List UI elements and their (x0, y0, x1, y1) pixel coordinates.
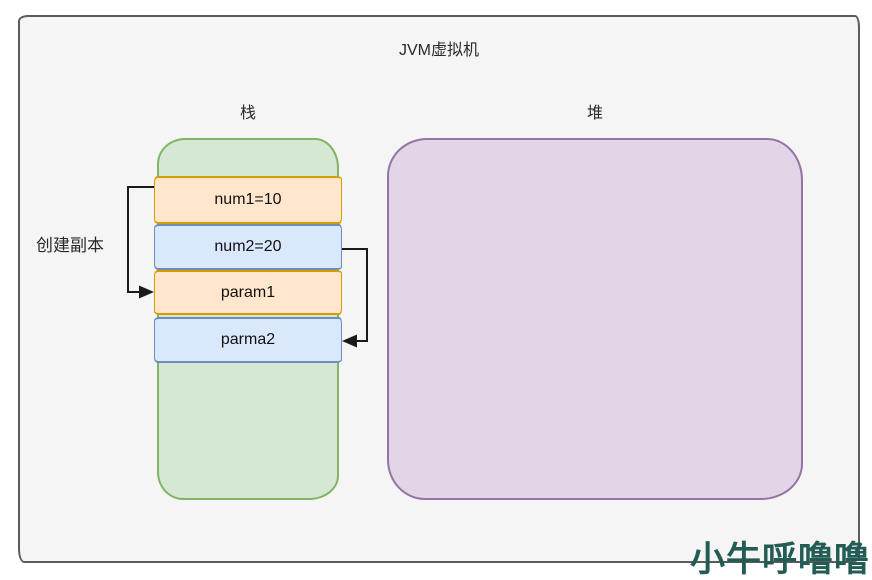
stack-frame-num2-label: num2=20 (214, 238, 282, 255)
stack-column-label: 栈 (239, 105, 256, 122)
heap-column-label: 堆 (586, 105, 603, 122)
create-copy-annotation: 创建副本 (36, 236, 104, 255)
stack-frame-parma2: parma2 (154, 317, 342, 363)
stack-frame-num2: num2=20 (154, 224, 342, 270)
stack-frame-parma2-label: parma2 (220, 331, 276, 348)
stack-frame-num1-label: num1=10 (214, 191, 282, 208)
stack-frame-param1: param1 (154, 270, 342, 315)
watermark-signature: 小牛呼噜噜 (689, 539, 870, 580)
diagram-title: JVM虚拟机 (398, 42, 479, 59)
stack-frame-param1-label: param1 (220, 283, 276, 301)
heap-region (387, 138, 803, 500)
stack-frame-num1: num1=10 (154, 176, 342, 224)
